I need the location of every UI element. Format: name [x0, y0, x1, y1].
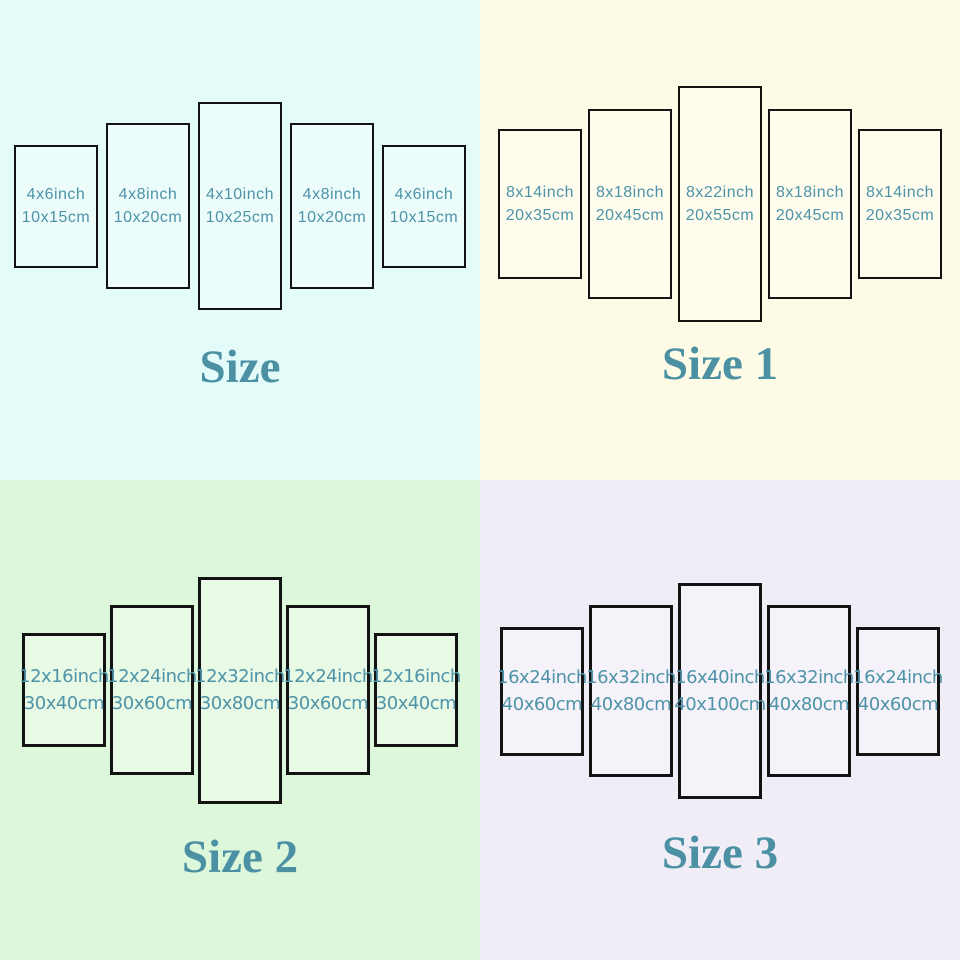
panel-size-cm: 10x20cm — [113, 209, 183, 226]
panel-size-inch: 4x10inch — [205, 186, 275, 203]
canvas-panel: 12x24inch 30x60cm — [107, 605, 197, 775]
panel-size-inch: 8x22inch — [685, 184, 755, 201]
panel-size-cm: 30x80cm — [199, 693, 281, 714]
quadrant-title: Size — [199, 341, 281, 393]
panel-size-cm: 30x60cm — [287, 693, 369, 714]
canvas-panel: 16x40inch 40x100cm — [674, 583, 766, 799]
panel-size-inch: 4x6inch — [26, 186, 86, 203]
panel-size-inch: 16x32inch — [764, 667, 854, 688]
panel-size-cm: 40x100cm — [674, 694, 766, 715]
panel-size-inch: 12x24inch — [283, 666, 373, 687]
canvas-panel: 8x18inch 20x45cm — [588, 109, 672, 299]
canvas-panel: 16x24inch 40x60cm — [497, 626, 587, 756]
panel-size-inch: 8x18inch — [775, 184, 845, 201]
canvas-panel: 16x32inch 40x80cm — [586, 605, 676, 777]
quadrant-size: 4x6inch 10x15cm 4x8inch 10x20cm 4x10inch… — [0, 0, 480, 480]
canvas-panel: 12x16inch 30x40cm — [371, 633, 461, 747]
panel-size-cm: 20x55cm — [685, 207, 755, 224]
panel-size-cm: 40x80cm — [590, 694, 672, 715]
canvas-panel: 12x32inch 30x80cm — [195, 576, 285, 804]
panel-size-inch: 4x8inch — [302, 186, 362, 203]
panel-size-cm: 30x40cm — [375, 693, 457, 714]
canvas-panel: 16x24inch 40x60cm — [853, 626, 943, 756]
quadrant-title: Size 1 — [661, 338, 779, 390]
quadrant-title: Size 3 — [661, 827, 779, 879]
quadrant-title: Size 2 — [181, 831, 299, 883]
panel-size-inch: 12x32inch — [195, 666, 285, 687]
panel-size-inch: 12x16inch — [19, 666, 109, 687]
panel-size-inch: 8x14inch — [865, 184, 935, 201]
canvas-panel: 8x18inch 20x45cm — [768, 109, 852, 299]
panel-size-cm: 30x40cm — [23, 693, 105, 714]
panel-size-inch: 16x24inch — [497, 667, 587, 688]
panel-size-inch: 16x40inch — [675, 667, 765, 688]
panel-size-cm: 40x80cm — [768, 694, 850, 715]
canvas-panel: 4x6inch 10x15cm — [14, 144, 98, 268]
panel-size-inch: 12x16inch — [371, 666, 461, 687]
canvas-panel: 4x6inch 10x15cm — [382, 144, 466, 268]
panel-size-cm: 40x60cm — [501, 694, 583, 715]
panel-size-cm: 10x15cm — [21, 209, 91, 226]
canvas-panel: 8x22inch 20x55cm — [678, 86, 762, 322]
panel-size-inch: 4x8inch — [118, 186, 178, 203]
quadrant-size-1: 8x14inch 20x35cm 8x18inch 20x45cm 8x22in… — [480, 0, 960, 480]
panel-size-cm: 10x20cm — [297, 209, 367, 226]
panel-size-inch: 16x32inch — [586, 667, 676, 688]
panel-size-inch: 8x18inch — [595, 184, 665, 201]
canvas-panel: 8x14inch 20x35cm — [858, 129, 942, 279]
panel-size-cm: 40x60cm — [857, 694, 939, 715]
panel-size-cm: 20x35cm — [865, 207, 935, 224]
panel-size-inch: 4x6inch — [394, 186, 454, 203]
panel-size-cm: 20x35cm — [505, 207, 575, 224]
panel-size-cm: 20x45cm — [775, 207, 845, 224]
panel-size-inch: 16x24inch — [853, 667, 943, 688]
canvas-panel: 12x16inch 30x40cm — [19, 633, 109, 747]
canvas-panel: 16x32inch 40x80cm — [764, 605, 854, 777]
quadrant-size-2: 12x16inch 30x40cm 12x24inch 30x60cm 12x3… — [0, 480, 480, 960]
canvas-panel: 4x10inch 10x25cm — [198, 102, 282, 310]
canvas-panel: 4x8inch 10x20cm — [106, 123, 190, 289]
canvas-panel: 8x14inch 20x35cm — [498, 129, 582, 279]
panel-size-inch: 12x24inch — [107, 666, 197, 687]
canvas-panel: 4x8inch 10x20cm — [290, 123, 374, 289]
canvas-panel: 12x24inch 30x60cm — [283, 605, 373, 775]
panel-size-cm: 30x60cm — [111, 693, 193, 714]
panel-size-cm: 10x15cm — [389, 209, 459, 226]
panel-size-cm: 20x45cm — [595, 207, 665, 224]
panel-size-cm: 10x25cm — [205, 209, 275, 226]
panel-size-inch: 8x14inch — [505, 184, 575, 201]
quadrant-size-3: 16x24inch 40x60cm 16x32inch 40x80cm 16x4… — [480, 480, 960, 960]
